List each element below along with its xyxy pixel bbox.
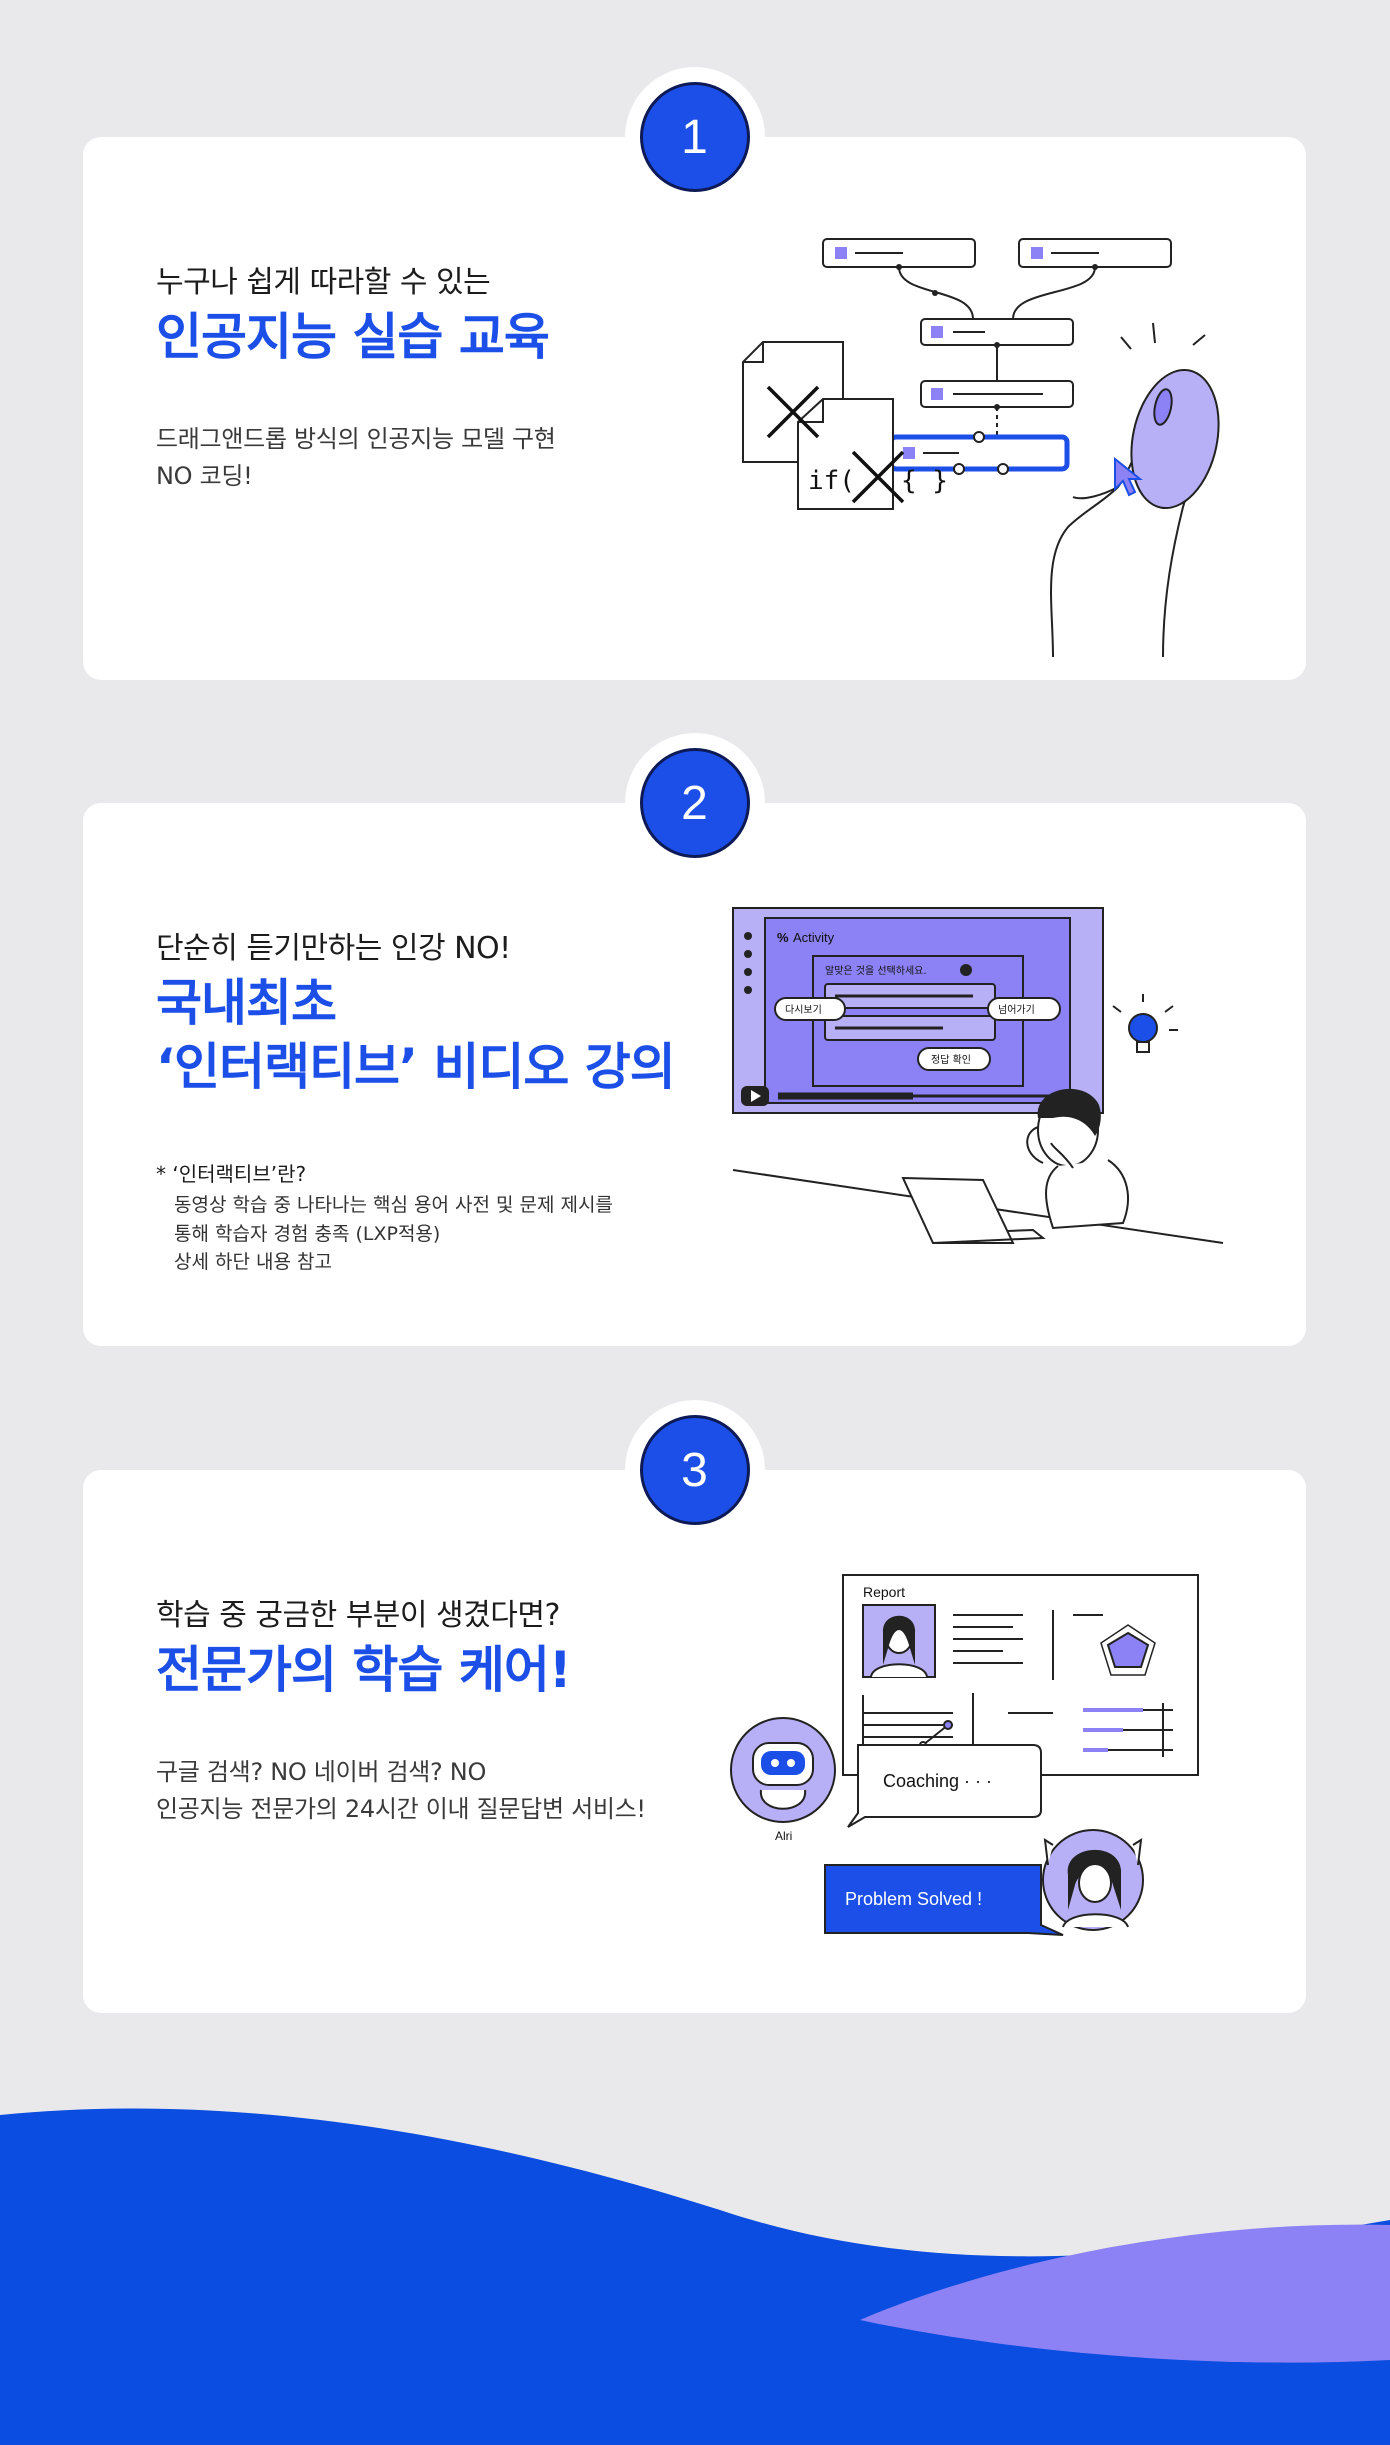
coaching-bubble bbox=[847, 1744, 1042, 1828]
problem-solved-bubble bbox=[824, 1864, 1064, 1936]
note-heading: * ‘인터랙티브’란? bbox=[156, 1162, 307, 1186]
card2-title-line1: 국내최초 bbox=[156, 974, 337, 1032]
card1-subtitle: 누구나 쉽게 따라할 수 있는 bbox=[156, 265, 491, 300]
coaching-label: Coaching · · · bbox=[883, 1771, 992, 1791]
card2-subtitle: 단순히 듣기만하는 인강 NO! bbox=[156, 931, 511, 966]
code-snippet-text-end: { } bbox=[901, 466, 948, 496]
card2-note: * ‘인터랙티브’란? 동영상 학습 중 나타나는 핵심 용어 사전 및 문제 … bbox=[156, 1158, 613, 1277]
interactive-video-illustration: % Activity 알맞은 것을 선택하세요. 다시보기 넘어가기 정답 확인 bbox=[732, 907, 1224, 1244]
rewatch-label: 다시보기 bbox=[785, 1004, 822, 1016]
step-badge-ring: 3 bbox=[624, 1400, 765, 1540]
card3-title: 전문가의 학습 케어! bbox=[156, 1641, 572, 1699]
card1-desc-line1: 드래그앤드롭 방식의 인공지능 모델 구현 bbox=[156, 425, 556, 453]
step-badge-1: 1 bbox=[639, 82, 750, 192]
rewatch-button[interactable] bbox=[774, 997, 846, 1021]
step-badge-2: 2 bbox=[639, 748, 750, 858]
bottom-wave-decoration bbox=[0, 2108, 1390, 2445]
lightbulb-icon bbox=[1128, 1013, 1158, 1043]
check-answer-button[interactable] bbox=[917, 1047, 991, 1071]
step-badge-3: 3 bbox=[639, 1415, 750, 1525]
feature-card-expert-care: 3 학습 중 궁금한 부분이 생겼다면? 전문가의 학습 케어! 구글 검색? … bbox=[83, 1400, 1306, 2013]
note-line-3: 상세 하단 내용 참고 bbox=[174, 1251, 332, 1273]
feature-card-interactive-video: 2 단순히 듣기만하는 인강 NO! 국내최초 ‘인터랙티브’ 비디오 강의 *… bbox=[83, 733, 1306, 1346]
activity-label: Activity bbox=[793, 930, 835, 945]
note-line-2: 통해 학습자 경험 충족 (LXP적용) bbox=[174, 1222, 441, 1245]
robot-name: Alri bbox=[775, 1829, 792, 1843]
check-answer-label: 정답 확인 bbox=[931, 1054, 971, 1066]
card3-subtitle: 학습 중 궁금한 부분이 생겼다면? bbox=[156, 1598, 560, 1633]
note-line-1: 동영상 학습 중 나타나는 핵심 용어 사전 및 문제 제시를 bbox=[174, 1194, 613, 1216]
card2-title-line2: ‘인터랙티브’ 비디오 강의 bbox=[156, 1038, 676, 1096]
code-snippet-text: if( bbox=[808, 466, 855, 496]
problem-solved-label: Problem Solved ! bbox=[845, 1889, 982, 1909]
feature-card-ai-practice: 1 누구나 쉽게 따라할 수 있는 인공지능 실습 교육 드래그앤드롭 방식의 … bbox=[83, 67, 1306, 680]
expert-care-illustration: Report bbox=[730, 1574, 1199, 1936]
step-badge-ring: 1 bbox=[624, 67, 765, 207]
report-label: Report bbox=[863, 1584, 905, 1600]
drag-drop-illustration: if( { } bbox=[742, 238, 1220, 658]
skip-button[interactable] bbox=[987, 997, 1061, 1021]
question-text: 알맞은 것을 선택하세요. bbox=[825, 964, 927, 977]
card1-desc-line2: NO 코딩! bbox=[156, 462, 253, 490]
skip-label: 넘어가기 bbox=[998, 1004, 1035, 1016]
card1-title: 인공지능 실습 교육 bbox=[156, 308, 550, 366]
step-badge-ring: 2 bbox=[624, 733, 765, 873]
card3-desc-line1: 구글 검색? NO 네이버 검색? NO bbox=[156, 1758, 487, 1786]
card3-desc-line2: 인공지능 전문가의 24시간 이내 질문답변 서비스! bbox=[156, 1795, 646, 1823]
activity-icon: % bbox=[777, 930, 789, 945]
